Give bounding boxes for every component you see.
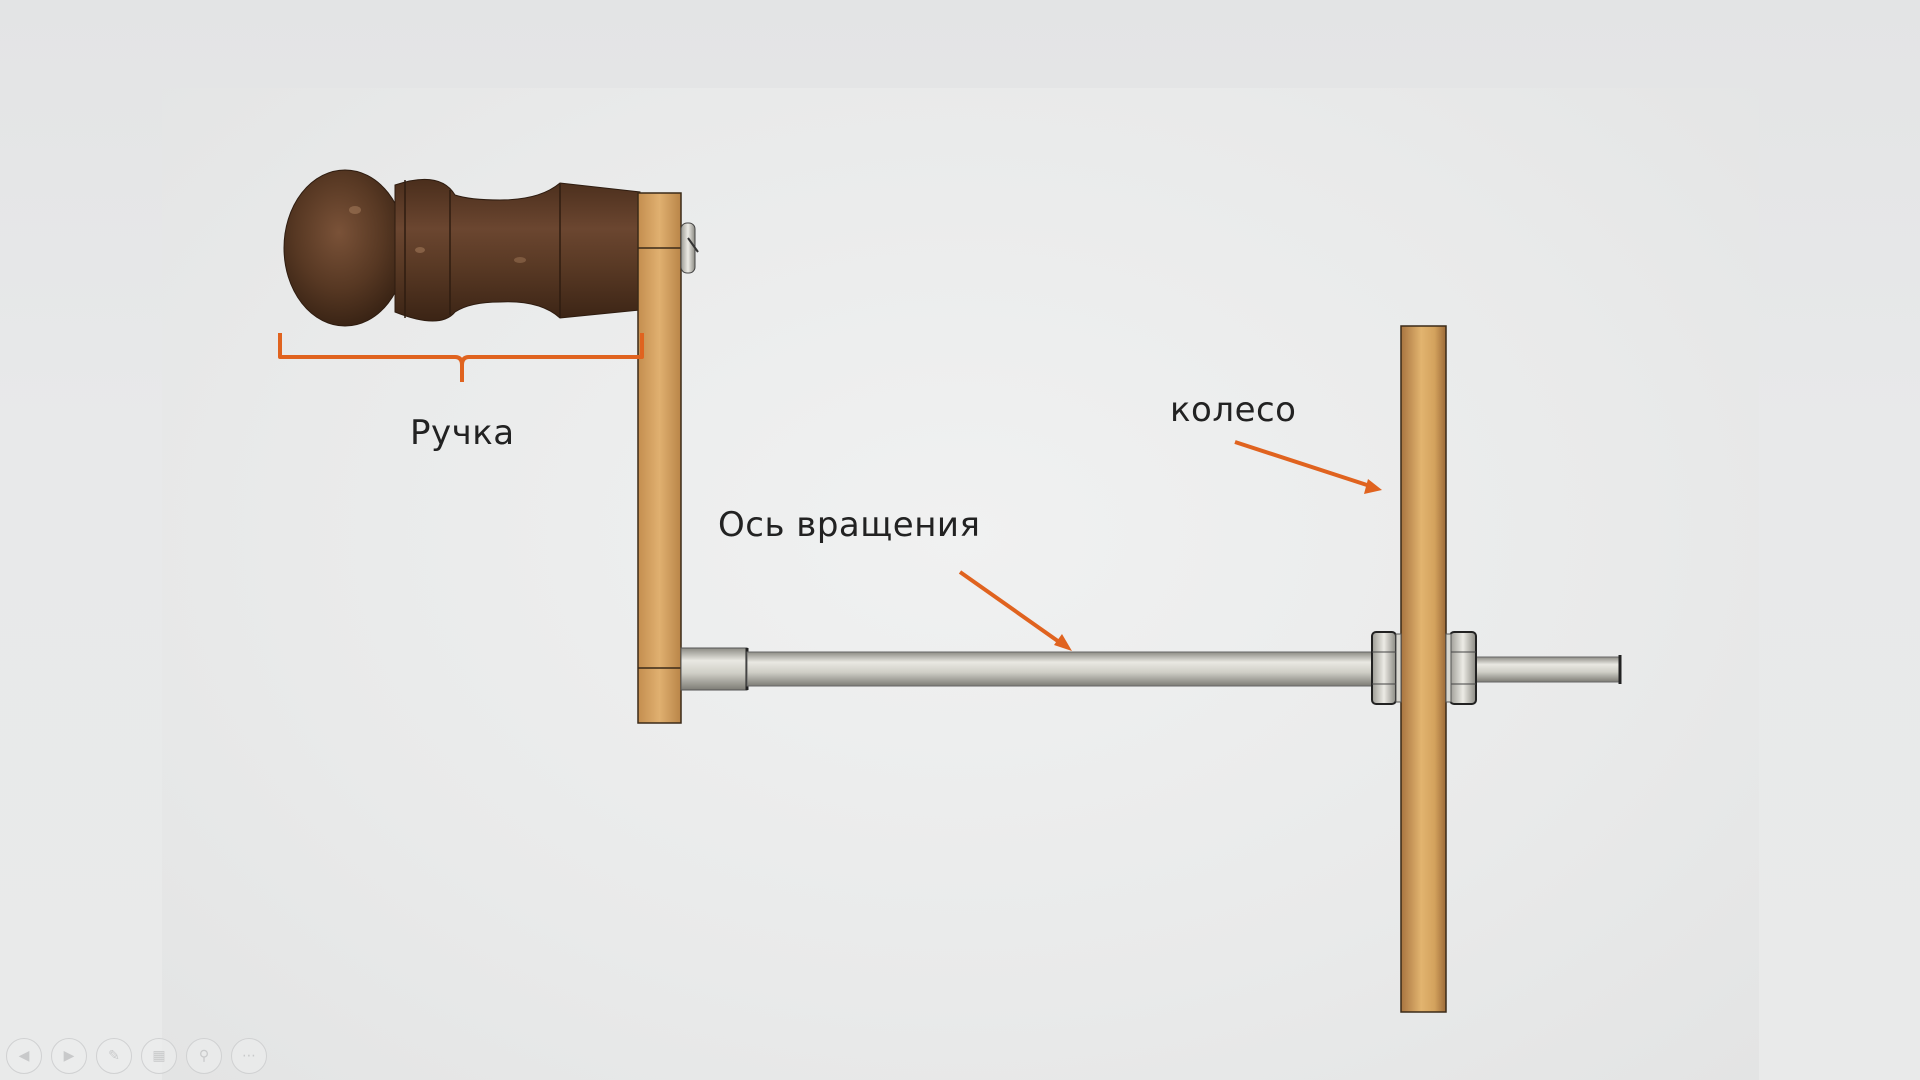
handle-label: Ручка xyxy=(410,413,515,453)
axis-arrow xyxy=(958,570,1072,651)
presenter-toolbar: ◀ ▶ ✎ ▦ ⚲ ⋯ xyxy=(6,1038,267,1074)
axis-label: Ось вращения xyxy=(718,505,981,545)
left-nut xyxy=(1371,631,1397,705)
slides-grid-icon[interactable]: ▦ xyxy=(141,1038,177,1074)
handle xyxy=(283,169,641,327)
rotation-axis xyxy=(680,647,1622,691)
crank-arm xyxy=(637,192,682,724)
screw-head xyxy=(680,222,699,274)
wheel-arrow xyxy=(1234,440,1382,494)
more-icon[interactable]: ⋯ xyxy=(231,1038,267,1074)
handle-brace xyxy=(278,333,644,382)
pen-icon[interactable]: ✎ xyxy=(96,1038,132,1074)
wheel-label: колесо xyxy=(1170,390,1297,430)
right-nut xyxy=(1449,631,1477,705)
wheel xyxy=(1395,325,1452,1013)
previous-icon[interactable]: ◀ xyxy=(6,1038,42,1074)
next-icon[interactable]: ▶ xyxy=(51,1038,87,1074)
zoom-icon[interactable]: ⚲ xyxy=(186,1038,222,1074)
